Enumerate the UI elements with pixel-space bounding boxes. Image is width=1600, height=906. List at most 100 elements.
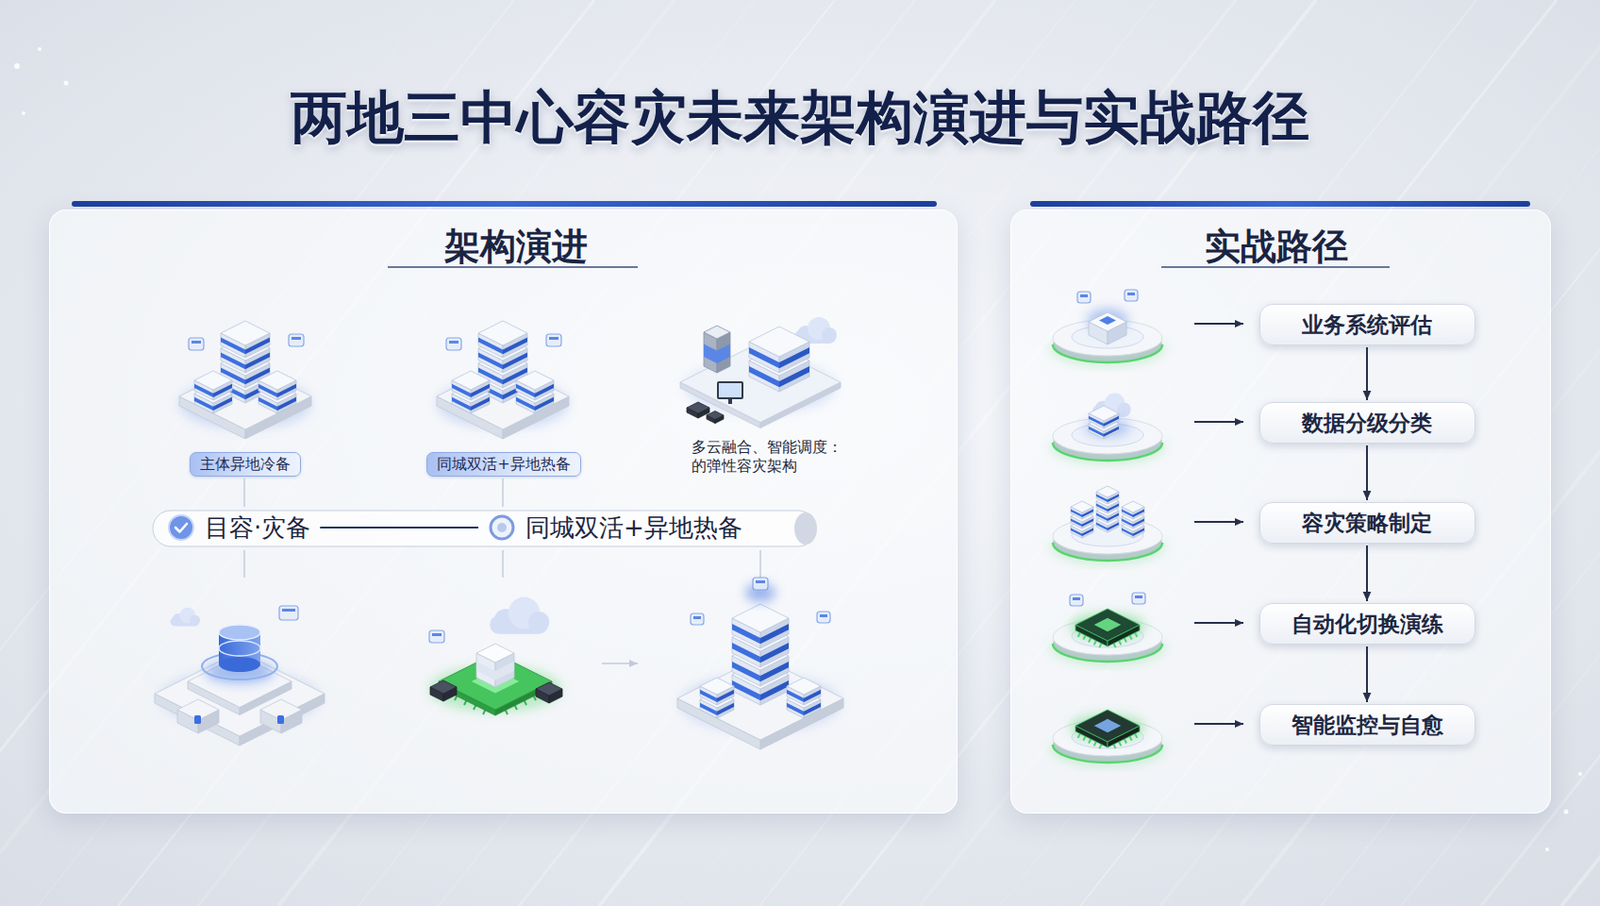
cold-backup-cluster — [179, 320, 312, 439]
floating-tile — [1132, 592, 1146, 604]
floating-tile — [291, 336, 301, 340]
timeline-band — [794, 512, 817, 545]
database-platform — [218, 656, 261, 672]
guide-line — [501, 478, 504, 507]
floating-tile — [1077, 291, 1091, 303]
guide-line — [759, 550, 762, 578]
cloud-chip — [495, 661, 515, 681]
pointer-arrow — [1194, 621, 1244, 624]
multi-cloud-scene — [686, 401, 710, 414]
background-part — [1578, 771, 1583, 776]
step-icon — [1099, 316, 1117, 325]
step-box: 智能监控与自愈 — [1259, 703, 1476, 746]
step-box: 容灾策略制定 — [1259, 501, 1476, 544]
sparkle-dots — [14, 47, 1583, 851]
timeline-milestone: 同城双活+异地热备 — [483, 511, 747, 544]
floating-tile — [690, 613, 704, 625]
elastic-cluster — [786, 677, 821, 695]
node-label: 智能监控与自愈 — [1291, 710, 1444, 740]
monitor-icon — [716, 381, 744, 404]
step-icon — [1088, 312, 1127, 332]
floating-tile — [432, 633, 442, 636]
floating-tile — [279, 605, 299, 620]
step-icon — [1075, 608, 1140, 641]
cloud-chip — [476, 661, 496, 681]
floating-tile — [690, 613, 704, 625]
check-tick — [175, 523, 187, 533]
step-box: 自动化切换演练 — [1259, 602, 1476, 645]
step-icon — [1070, 500, 1094, 513]
guide-line — [243, 550, 246, 578]
floating-tile — [693, 616, 701, 619]
connector — [319, 526, 479, 529]
step-icon — [1052, 485, 1163, 561]
cold-backup-cluster — [258, 370, 297, 390]
heading-underline — [1161, 266, 1390, 268]
multi-cloud-scene — [716, 332, 731, 373]
cloud-chip — [429, 597, 563, 716]
multi-cloud-scene — [703, 332, 717, 373]
panel-top-bar — [1030, 200, 1531, 207]
ring-circle — [490, 516, 514, 539]
active-active-cluster — [436, 320, 569, 439]
heading-wrap: 架构演进 — [444, 223, 588, 269]
floating-tile — [188, 337, 204, 350]
cloud-chip — [476, 643, 515, 663]
floating-tile — [429, 630, 445, 643]
panel-heading: 架构演进 — [444, 225, 588, 267]
floating-tile — [816, 611, 831, 623]
floating-tile — [279, 605, 299, 620]
guide-line — [501, 550, 504, 578]
timeline-milestone: 目容·灾备 — [163, 511, 315, 544]
check-circle — [168, 515, 194, 540]
database-platform — [154, 650, 325, 736]
page-title: 两地三中心容灾未来架构演进与实战路径 — [290, 83, 1310, 150]
floating-tile — [1124, 289, 1138, 301]
floating-tile — [546, 333, 562, 347]
heading-wrap: 实战路径 — [1204, 223, 1349, 269]
pointer-arrow — [1194, 420, 1244, 423]
pointer-arrow — [1194, 520, 1244, 523]
floating-tile — [446, 337, 462, 350]
floating-tile — [752, 577, 768, 590]
node-label: 自动化切换演练 — [1291, 609, 1444, 639]
monitor-icon — [728, 399, 733, 404]
floating-tile — [1134, 595, 1143, 599]
floating-tile — [816, 611, 831, 623]
background-part — [21, 111, 26, 116]
cloud-icon — [821, 327, 837, 343]
connector — [1366, 545, 1368, 601]
background-part — [1545, 847, 1550, 851]
floating-tile — [546, 333, 562, 347]
cloud-chip — [535, 682, 563, 696]
step-icon — [1088, 405, 1119, 421]
stage-tag: 同城双活+异地热备 — [426, 451, 581, 477]
floating-tile — [549, 336, 559, 340]
multi-cloud-scene — [680, 342, 841, 423]
note-text: 多云融合、智能调度：的弹性容灾架构 — [691, 437, 843, 475]
cold-backup-cluster — [194, 370, 233, 390]
connector — [1366, 347, 1368, 400]
floating-tile — [429, 630, 445, 643]
active-active-cluster — [516, 370, 554, 390]
database-platform — [194, 715, 201, 724]
node-label: 容灾策略制定 — [1301, 508, 1433, 538]
floating-tile — [1127, 292, 1135, 296]
database-platform — [201, 652, 278, 680]
elastic-cluster — [700, 677, 734, 695]
step-icon — [1052, 393, 1163, 461]
active-active-cluster — [451, 370, 490, 390]
floating-tile — [1077, 291, 1091, 303]
step-icon — [1096, 485, 1119, 498]
database-platform — [277, 715, 284, 724]
check-mark — [166, 513, 196, 542]
node-label: 业务系统评估 — [1301, 310, 1433, 340]
floating-tile — [282, 608, 296, 612]
active-active-cluster — [478, 320, 528, 346]
stage-tag: 主体异地冷备 — [189, 451, 301, 477]
monitor-icon — [718, 383, 742, 398]
floating-tile — [1072, 597, 1081, 600]
timeline-band — [152, 510, 817, 547]
